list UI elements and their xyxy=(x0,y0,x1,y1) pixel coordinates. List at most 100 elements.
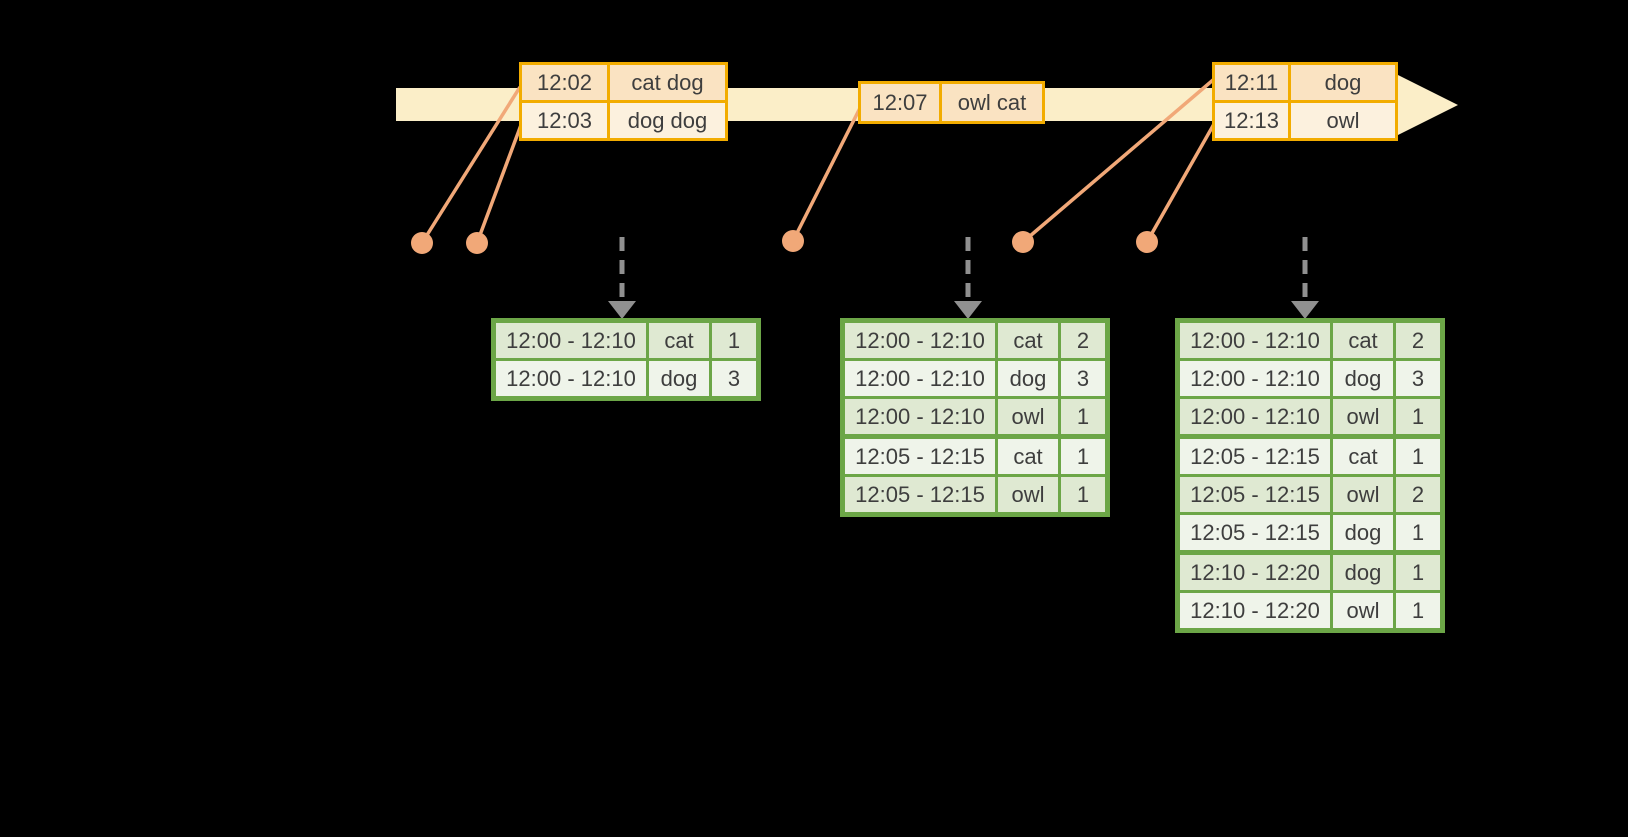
event-words-cell: owl cat xyxy=(939,81,1045,124)
result-row: 12:05 - 12:15 owl 1 xyxy=(841,474,1109,516)
event-row: 12:07 owl cat xyxy=(858,81,1045,124)
result-row: 12:05 - 12:15 owl 2 xyxy=(1176,474,1444,515)
trigger-arrowhead-icon xyxy=(1291,301,1319,319)
window-cell: 12:00 - 12:10 xyxy=(1176,396,1333,439)
word-cell: cat xyxy=(646,319,712,361)
window-cell: 12:10 - 12:20 xyxy=(1176,590,1333,632)
word-cell: owl xyxy=(1330,590,1396,632)
event-time-cell: 12:13 xyxy=(1212,100,1291,141)
trigger-arrows xyxy=(619,237,1308,299)
event-words-cell: cat dog xyxy=(607,62,728,103)
result-row: 12:10 - 12:20 owl 1 xyxy=(1176,590,1444,632)
result-row: 12:05 - 12:15 cat 1 xyxy=(841,435,1109,477)
event-dot xyxy=(1012,231,1034,253)
result-table-2: 12:00 - 12:10 cat 2 12:00 - 12:10 dog 3 … xyxy=(840,318,1110,517)
window-cell: 12:00 - 12:10 xyxy=(841,358,998,399)
word-cell: dog xyxy=(995,358,1061,399)
word-cell: cat xyxy=(1330,319,1396,361)
event-row: 12:03 dog dog xyxy=(519,100,728,141)
result-row: 12:00 - 12:10 cat 2 xyxy=(841,319,1109,361)
result-row: 12:00 - 12:10 cat 1 xyxy=(492,319,760,361)
window-cell: 12:05 - 12:15 xyxy=(841,474,998,516)
event-time-cell: 12:02 xyxy=(519,62,610,103)
timeline-arrowhead-icon xyxy=(1392,72,1458,138)
word-cell: dog xyxy=(1330,512,1396,555)
event-connector-line xyxy=(1145,123,1216,243)
word-cell: dog xyxy=(1330,551,1396,593)
word-cell: cat xyxy=(995,319,1061,361)
window-cell: 12:10 - 12:20 xyxy=(1176,551,1333,593)
event-dots xyxy=(411,230,1158,254)
result-row: 12:00 - 12:10 dog 3 xyxy=(1176,358,1444,399)
count-cell: 3 xyxy=(709,358,760,400)
count-cell: 1 xyxy=(1058,435,1109,477)
count-cell: 3 xyxy=(1393,358,1444,399)
event-table-1: 12:02 cat dog 12:03 dog dog xyxy=(519,62,728,141)
result-row: 12:05 - 12:15 dog 1 xyxy=(1176,512,1444,555)
count-cell: 2 xyxy=(1393,319,1444,361)
event-connector-line xyxy=(475,124,523,244)
event-dot xyxy=(782,230,804,252)
result-table-3: 12:00 - 12:10 cat 2 12:00 - 12:10 dog 3 … xyxy=(1175,318,1445,633)
word-cell: dog xyxy=(646,358,712,400)
result-row: 12:00 - 12:10 owl 1 xyxy=(841,396,1109,439)
event-dot xyxy=(1136,231,1158,253)
trigger-arrowhead-icon xyxy=(608,301,636,319)
word-cell: cat xyxy=(995,435,1061,477)
event-connector-line xyxy=(420,86,522,244)
trigger-arrowheads xyxy=(608,301,1319,319)
event-dot xyxy=(411,232,433,254)
event-table-2: 12:07 owl cat xyxy=(858,81,1045,124)
trigger-arrowhead-icon xyxy=(954,301,982,319)
count-cell: 1 xyxy=(709,319,760,361)
count-cell: 1 xyxy=(1393,590,1444,632)
count-cell: 1 xyxy=(1058,396,1109,439)
window-cell: 12:05 - 12:15 xyxy=(1176,512,1333,555)
result-row: 12:00 - 12:10 cat 2 xyxy=(1176,319,1444,361)
event-row: 12:13 owl xyxy=(1212,100,1398,141)
word-cell: cat xyxy=(1330,435,1396,477)
result-row: 12:10 - 12:20 dog 1 xyxy=(1176,551,1444,593)
result-table-1: 12:00 - 12:10 cat 1 12:00 - 12:10 dog 3 xyxy=(491,318,761,401)
count-cell: 2 xyxy=(1393,474,1444,515)
count-cell: 3 xyxy=(1058,358,1109,399)
event-row: 12:11 dog xyxy=(1212,62,1398,103)
window-cell: 12:00 - 12:10 xyxy=(841,319,998,361)
count-cell: 2 xyxy=(1058,319,1109,361)
event-connector-line xyxy=(1021,78,1215,244)
word-cell: owl xyxy=(1330,474,1396,515)
word-cell: owl xyxy=(995,396,1061,439)
result-row: 12:00 - 12:10 dog 3 xyxy=(492,358,760,400)
window-cell: 12:00 - 12:10 xyxy=(492,358,649,400)
count-cell: 1 xyxy=(1393,396,1444,439)
result-row: 12:00 - 12:10 dog 3 xyxy=(841,358,1109,399)
word-cell: owl xyxy=(995,474,1061,516)
event-time-cell: 12:11 xyxy=(1212,62,1291,103)
window-cell: 12:05 - 12:15 xyxy=(1176,435,1333,477)
count-cell: 1 xyxy=(1393,435,1444,477)
word-cell: dog xyxy=(1330,358,1396,399)
window-cell: 12:00 - 12:10 xyxy=(841,396,998,439)
event-time-cell: 12:03 xyxy=(519,100,610,141)
result-row: 12:00 - 12:10 owl 1 xyxy=(1176,396,1444,439)
event-words-cell: dog xyxy=(1288,62,1398,103)
event-row: 12:02 cat dog xyxy=(519,62,728,103)
word-cell: owl xyxy=(1330,396,1396,439)
count-cell: 1 xyxy=(1393,551,1444,593)
window-cell: 12:05 - 12:15 xyxy=(841,435,998,477)
event-connector-lines xyxy=(420,78,1216,244)
event-dot xyxy=(466,232,488,254)
window-cell: 12:00 - 12:10 xyxy=(492,319,649,361)
window-cell: 12:00 - 12:10 xyxy=(1176,319,1333,361)
event-words-cell: dog dog xyxy=(607,100,728,141)
count-cell: 1 xyxy=(1393,512,1444,555)
window-cell: 12:05 - 12:15 xyxy=(1176,474,1333,515)
event-table-3: 12:11 dog 12:13 owl xyxy=(1212,62,1398,141)
event-connector-line xyxy=(791,107,862,242)
window-cell: 12:00 - 12:10 xyxy=(1176,358,1333,399)
count-cell: 1 xyxy=(1058,474,1109,516)
event-time-cell: 12:07 xyxy=(858,81,942,124)
event-words-cell: owl xyxy=(1288,100,1398,141)
